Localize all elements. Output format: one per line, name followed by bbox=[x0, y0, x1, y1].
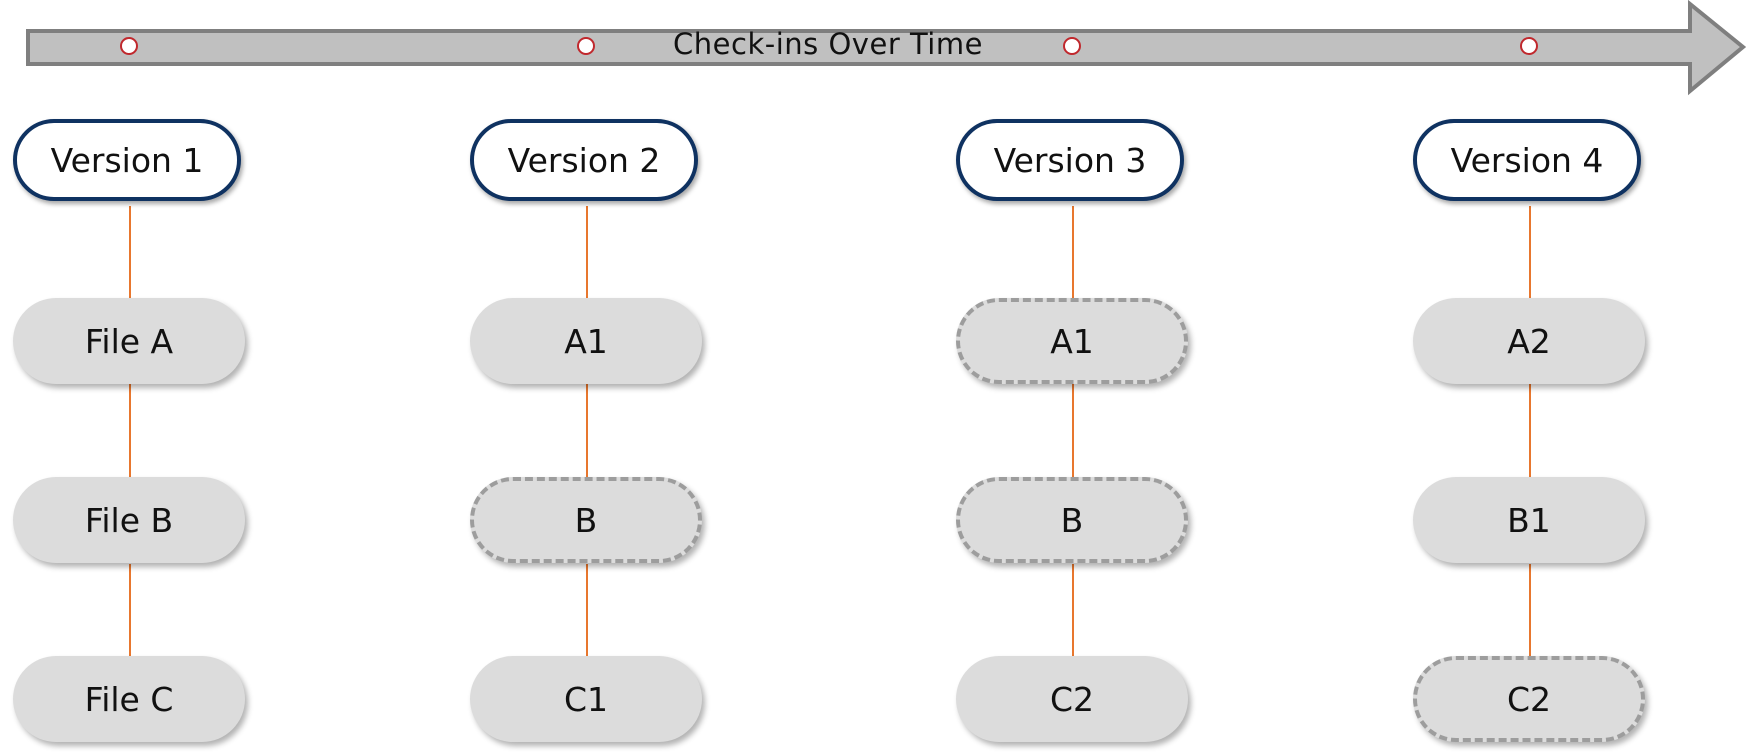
timeline-arrow bbox=[26, 0, 1746, 96]
file-node-unchanged: B bbox=[470, 477, 702, 563]
connector-line bbox=[586, 564, 588, 658]
version-column-3: Version 3 A1 B C2 bbox=[953, 0, 1193, 756]
checkin-marker bbox=[120, 37, 138, 55]
connector-line bbox=[586, 206, 588, 298]
file-node-unchanged: C2 bbox=[1413, 656, 1645, 742]
version-label: Version 3 bbox=[956, 119, 1184, 201]
connector-line bbox=[1529, 564, 1531, 658]
version-label: Version 2 bbox=[470, 119, 698, 201]
checkin-marker bbox=[1063, 37, 1081, 55]
file-node: B1 bbox=[1413, 477, 1645, 563]
version-label: Version 4 bbox=[1413, 119, 1641, 201]
file-node: C1 bbox=[470, 656, 702, 742]
file-node-unchanged: A1 bbox=[956, 298, 1188, 384]
connector-line bbox=[1529, 384, 1531, 478]
connector-line bbox=[129, 384, 131, 478]
checkin-marker bbox=[577, 37, 595, 55]
file-node-unchanged: B bbox=[956, 477, 1188, 563]
file-node: A2 bbox=[1413, 298, 1645, 384]
connector-line bbox=[1529, 206, 1531, 298]
timeline-arrow-shape bbox=[26, 0, 1746, 96]
version-column-4: Version 4 A2 B1 C2 bbox=[1410, 0, 1650, 756]
checkin-marker bbox=[1520, 37, 1538, 55]
file-node: File A bbox=[13, 298, 245, 384]
connector-line bbox=[129, 564, 131, 658]
file-node: A1 bbox=[470, 298, 702, 384]
connector-line bbox=[1072, 206, 1074, 298]
file-node: File C bbox=[13, 656, 245, 742]
connector-line bbox=[129, 206, 131, 298]
connector-line bbox=[586, 384, 588, 478]
file-node: C2 bbox=[956, 656, 1188, 742]
version-column-1: Version 1 File A File B File C bbox=[10, 0, 250, 756]
connector-line bbox=[1072, 564, 1074, 658]
version-column-2: Version 2 A1 B C1 bbox=[467, 0, 707, 756]
version-label: Version 1 bbox=[13, 119, 241, 201]
timeline-label: Check-ins Over Time bbox=[673, 27, 983, 61]
connector-line bbox=[1072, 384, 1074, 478]
file-node: File B bbox=[13, 477, 245, 563]
